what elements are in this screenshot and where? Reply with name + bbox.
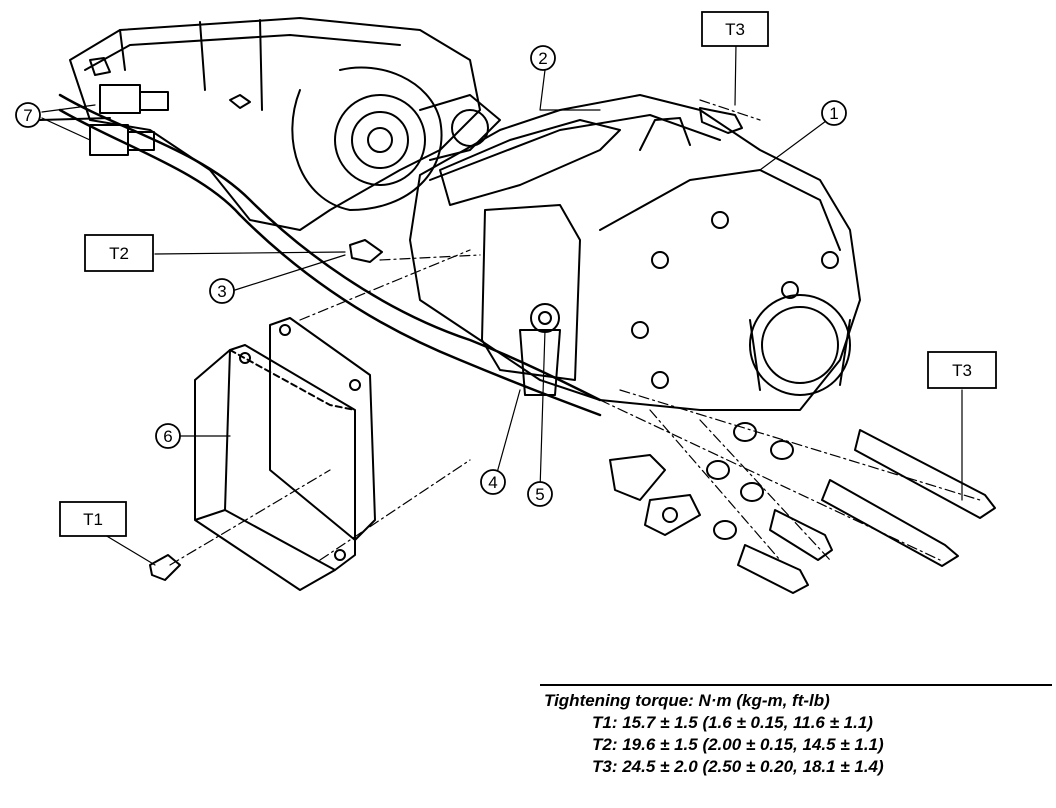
callout-2-label: 2 [538,49,547,68]
callout-4 [480,469,506,495]
rear-opening [481,204,581,396]
bolt-t3-top [699,107,743,134]
tag-t2-label: T2 [109,244,129,263]
callout-7 [15,102,41,128]
torque-spec-row-t3: T3: 24.5 ± 2.0 (2.50 ± 0.20, 18.1 ± 1.4) [592,757,884,776]
torque-spec-title: Tightening torque: N·m (kg-m, ft-lb) [544,691,830,710]
torque-spec-rule [540,684,1052,686]
callout-6-label: 6 [163,427,172,446]
tag-t3-top-label: T3 [725,20,745,39]
callout-2 [530,45,556,71]
fasteners-right [609,422,996,594]
callout-1-label: 1 [829,104,838,123]
callout-1 [821,100,847,126]
leader-lines [41,43,963,566]
torque-spec-block: Tightening torque: N·m (kg-m, ft-lb) T1:… [544,690,1044,778]
callout-5 [527,481,553,507]
callout-6 [155,423,181,449]
callout-3-label: 3 [217,282,226,301]
tag-t1-label: T1 [83,510,103,529]
bolt-t1 [149,554,181,581]
assembly-lines [169,99,981,566]
tag-t1 [59,501,127,537]
extension-housing [409,94,861,411]
torque-spec-row-t1: T1: 15.7 ± 1.5 (1.6 ± 0.15, 11.6 ± 1.1) [592,713,873,732]
tag-t3-top [701,11,769,47]
torque-spec-row-t2: T2: 19.6 ± 1.5 (2.00 ± 0.15, 14.5 ± 1.1) [592,735,884,754]
callout-3 [209,278,235,304]
bolt-t2 [349,239,383,263]
callout-5-label: 5 [535,485,544,504]
transmission-case-drawing [39,17,602,417]
gasket-outline [439,119,621,206]
harness-connectors [89,84,169,156]
tag-t3-right [927,351,997,389]
callout-7-label: 7 [23,106,32,125]
tag-t2 [84,234,154,272]
rear-cover [194,317,376,591]
tag-t3-right-label: T3 [952,361,972,380]
callout-4-label: 4 [488,473,497,492]
